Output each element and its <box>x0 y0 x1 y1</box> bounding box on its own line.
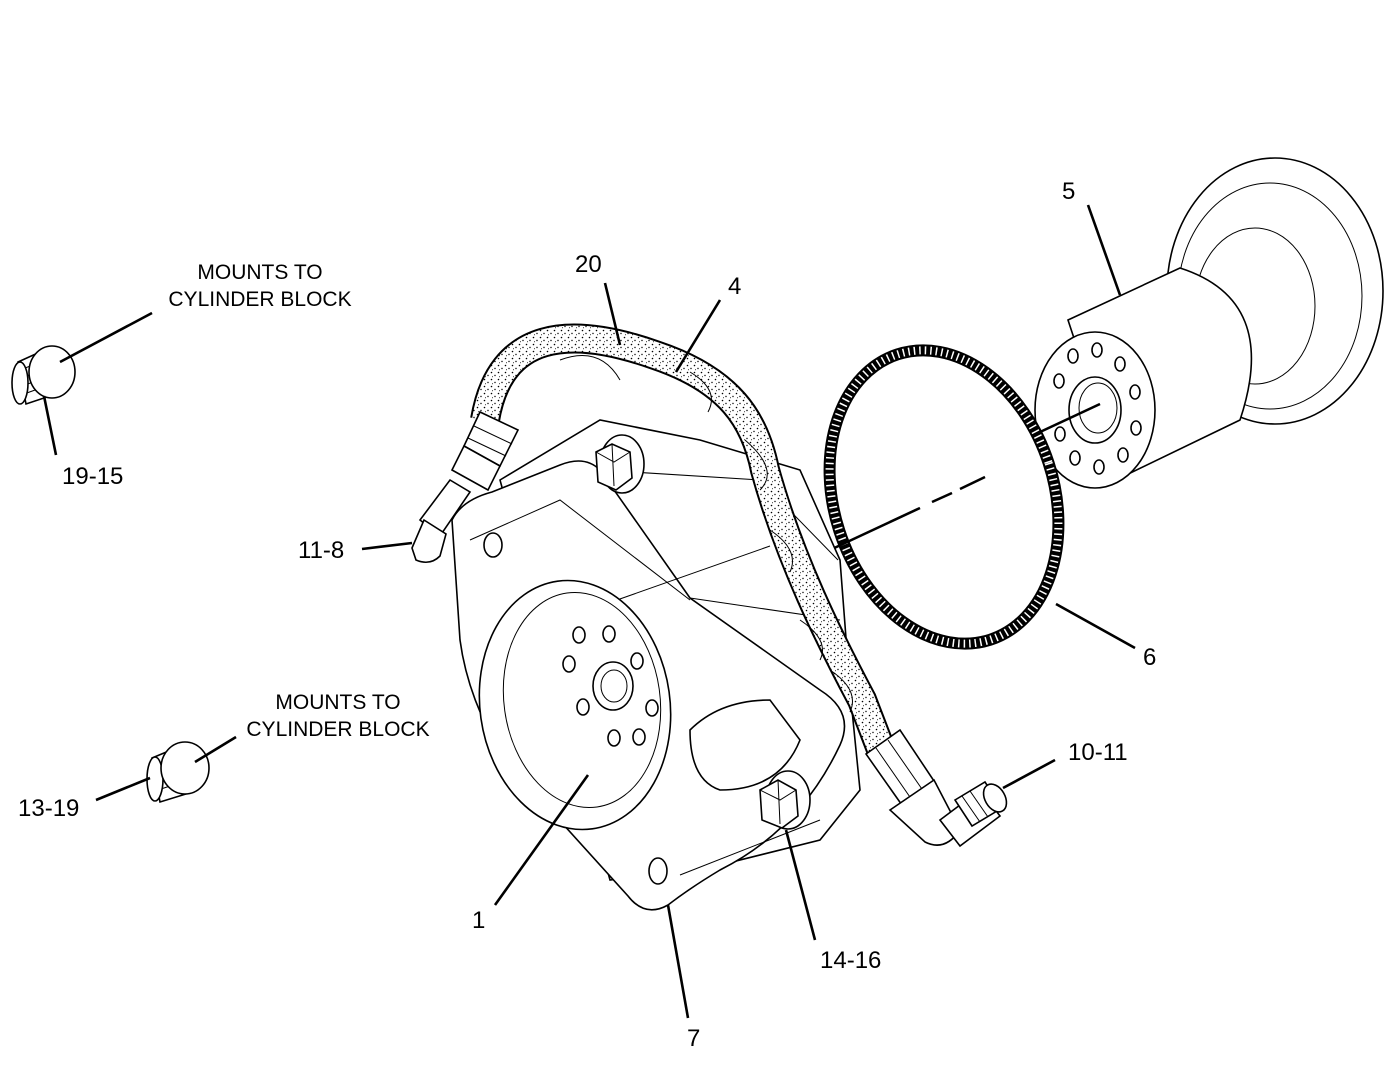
label-11-8: 11-8 <box>298 537 344 564</box>
leader-14-16 <box>784 829 817 941</box>
note-top-line2: CYLINDER BLOCK <box>168 288 351 311</box>
nut-lower <box>759 770 811 830</box>
note-top-line1: MOUNTS TO <box>197 261 322 284</box>
leader-7 <box>666 904 690 1019</box>
note-bottom-line2: CYLINDER BLOCK <box>246 718 429 741</box>
leader-19-15 <box>42 395 58 456</box>
label-7: 7 <box>687 1025 700 1052</box>
adapter-part-5 <box>1034 157 1384 489</box>
pump-housing-part-1 <box>451 419 861 911</box>
label-1: 1 <box>472 907 485 934</box>
label-13-19: 13-19 <box>18 795 79 822</box>
hose-assembly-part-4 <box>411 323 961 846</box>
note-bottom-line1: MOUNTS TO <box>275 691 400 714</box>
label-14-16: 14-16 <box>820 947 881 974</box>
label-10-11: 10-11 <box>1068 739 1128 766</box>
plug-13-19 <box>146 741 210 804</box>
leader-13-19 <box>95 776 151 802</box>
label-4: 4 <box>728 273 741 300</box>
leader-13-19-top <box>194 735 237 764</box>
leader-10-11 <box>1002 758 1056 790</box>
callout-labels: MOUNTS TO CYLINDER BLOCK MOUNTS TO CYLIN… <box>18 178 1156 1052</box>
leader-1 <box>493 774 590 906</box>
leader-6 <box>1055 602 1136 650</box>
label-20: 20 <box>575 251 602 278</box>
leader-19-15-top <box>59 311 153 364</box>
leader-lines <box>42 204 1136 1019</box>
leader-5 <box>1086 204 1122 296</box>
seal-ring-part-6 <box>823 344 1065 650</box>
leader-11-8 <box>361 541 413 551</box>
plug-19-15 <box>11 345 76 406</box>
elbow-fitting-10-11 <box>938 780 1008 848</box>
leader-4 <box>674 299 722 373</box>
bore-bolt-holes <box>562 625 659 747</box>
adapter-bolt-holes <box>1053 342 1142 475</box>
leader-20 <box>603 282 622 346</box>
nut-upper <box>595 434 645 494</box>
center-axis-line <box>829 402 1101 552</box>
label-5: 5 <box>1062 178 1075 205</box>
label-19-15: 19-15 <box>62 463 123 490</box>
label-6: 6 <box>1143 644 1156 671</box>
